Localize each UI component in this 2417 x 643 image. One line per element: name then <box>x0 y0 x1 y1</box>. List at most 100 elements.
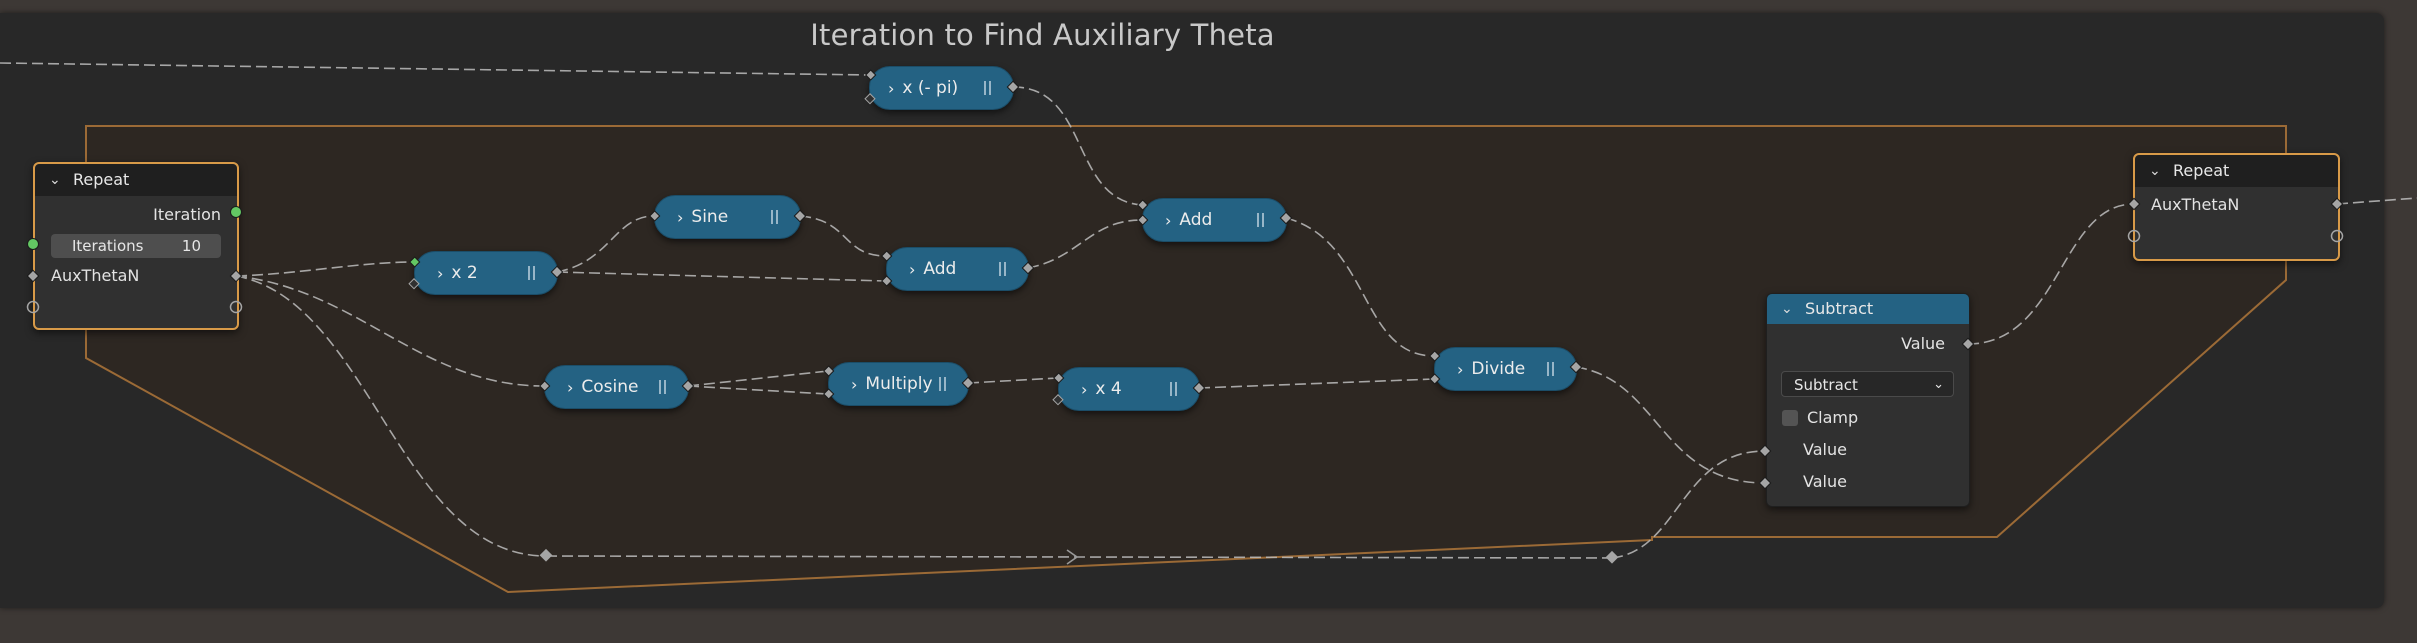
add2-in1-socket[interactable] <box>1137 199 1149 211</box>
iteration-socket[interactable] <box>230 206 242 218</box>
multiply-node[interactable]: › Multiply <box>828 362 969 406</box>
repeat-out-extend-in[interactable] <box>2127 229 2141 243</box>
grip-icon <box>984 81 991 95</box>
reroute-point-right[interactable] <box>1605 550 1619 564</box>
chevron-down-icon: ⌄ <box>1933 377 1944 392</box>
repeat-out-in-socket[interactable] <box>2127 197 2141 211</box>
link-x2-to-add1 <box>556 271 887 282</box>
multiply-x4-node[interactable]: › x 4 <box>1058 367 1200 411</box>
grip-icon <box>771 210 778 224</box>
chevron-right-icon[interactable]: › <box>888 78 895 98</box>
multiply-out-socket[interactable] <box>961 376 975 390</box>
sine-out-socket[interactable] <box>793 209 807 223</box>
divide-node[interactable]: › Divide <box>1434 347 1577 391</box>
multiply-in2-socket[interactable] <box>823 388 835 400</box>
add2-out-socket[interactable] <box>1279 211 1293 225</box>
grip-icon <box>528 266 535 280</box>
subtract-node[interactable]: ⌄ Subtract Value Subtract ⌄ Clamp Value … <box>1766 293 1970 507</box>
link-x2-to-sine <box>556 215 655 273</box>
frame-title: Iteration to Find Auxiliary Theta <box>810 18 1275 52</box>
subtract-input2-label: Value <box>1803 472 1847 491</box>
link-x4-to-divide <box>1198 378 1435 389</box>
cosine-in-socket[interactable] <box>539 380 551 392</box>
add1-label: Add <box>923 259 957 279</box>
divide-in1-socket[interactable] <box>1429 350 1441 362</box>
sine-node[interactable]: › Sine <box>654 195 801 239</box>
link-auxtheta-to-x2 <box>235 261 415 277</box>
chevron-down-icon[interactable]: ⌄ <box>1781 301 1793 317</box>
subtract-output-socket[interactable] <box>1961 337 1975 351</box>
x4-label: x 4 <box>1095 379 1122 399</box>
chevron-right-icon[interactable]: › <box>1165 210 1172 230</box>
auxtheta-output-label: AuxThetaN <box>2151 195 2240 214</box>
chevron-right-icon[interactable]: › <box>677 207 684 227</box>
extend-socket-out[interactable] <box>229 300 243 314</box>
x4-in1-socket[interactable] <box>1053 372 1065 384</box>
negpi-in2-socket[interactable] <box>864 93 876 105</box>
link-reroute-horizontal <box>545 555 1613 559</box>
add-node-2[interactable]: › Add <box>1142 198 1287 242</box>
negpi-in1-socket[interactable] <box>865 69 877 81</box>
link-auxtheta-to-reroute <box>235 275 547 557</box>
cosine-label: Cosine <box>581 377 639 397</box>
chevron-right-icon[interactable]: › <box>851 374 858 394</box>
clamp-checkbox[interactable] <box>1782 410 1798 426</box>
auxtheta-out-socket[interactable] <box>229 269 243 283</box>
x4-out-socket[interactable] <box>1192 381 1206 395</box>
repeat-output-header[interactable]: ⌄ Repeat <box>2135 155 2338 187</box>
link-cosine-to-multiply1 <box>687 370 829 387</box>
negpi-label: x (- pi) <box>902 78 959 98</box>
extend-socket-in[interactable] <box>26 300 40 314</box>
repeat-out-out-socket[interactable] <box>2330 197 2344 211</box>
add2-label: Add <box>1179 210 1213 230</box>
auxtheta-in-socket[interactable] <box>26 269 40 283</box>
auxtheta-input-label: AuxThetaN <box>51 266 140 285</box>
multiply-x2-node[interactable]: › x 2 <box>414 251 558 295</box>
subtract-input2-socket[interactable] <box>1758 476 1772 490</box>
repeat-output-node[interactable]: ⌄ Repeat AuxThetaN <box>2133 153 2340 261</box>
add1-in1-socket[interactable] <box>881 250 893 262</box>
cosine-out-socket[interactable] <box>681 379 695 393</box>
iterations-socket[interactable] <box>27 238 39 250</box>
divide-in2-socket[interactable] <box>1429 373 1441 385</box>
repeat-input-header[interactable]: ⌄ Repeat <box>35 164 237 196</box>
repeat-input-node[interactable]: ⌄ Repeat Iteration Iterations 10 AuxThet… <box>33 162 239 330</box>
multiply-negpi-node[interactable]: › x (- pi) <box>869 66 1014 110</box>
add-node-1[interactable]: › Add <box>886 247 1029 291</box>
sine-label: Sine <box>691 207 729 227</box>
grip-icon <box>1170 382 1177 396</box>
repeat-output-title: Repeat <box>2173 161 2230 180</box>
iterations-field[interactable]: Iterations 10 <box>51 234 221 258</box>
chevron-right-icon[interactable]: › <box>1457 359 1464 379</box>
subtract-input1-label: Value <box>1803 440 1847 459</box>
reroute-point-left[interactable] <box>539 548 553 562</box>
subtract-header[interactable]: ⌄ Subtract <box>1767 294 1969 324</box>
x4-in2-socket[interactable] <box>1052 394 1064 406</box>
clamp-label: Clamp <box>1807 408 1859 427</box>
subtract-output-label: Value <box>1901 334 1945 353</box>
negpi-out-socket[interactable] <box>1006 80 1020 94</box>
chevron-right-icon[interactable]: › <box>909 259 916 279</box>
chevron-right-icon[interactable]: › <box>1081 379 1088 399</box>
chevron-down-icon[interactable]: ⌄ <box>49 172 61 188</box>
chevron-down-icon[interactable]: ⌄ <box>2149 163 2161 179</box>
add2-in2-socket[interactable] <box>1137 214 1149 226</box>
link-divide-to-subtract2 <box>1575 366 1766 484</box>
add1-in2-socket[interactable] <box>881 275 893 287</box>
divide-out-socket[interactable] <box>1569 360 1583 374</box>
x2-out-socket[interactable] <box>550 265 564 279</box>
x2-in2-socket[interactable] <box>408 278 420 290</box>
repeat-out-extend-out[interactable] <box>2330 229 2344 243</box>
add1-out-socket[interactable] <box>1021 261 1035 275</box>
subtract-input1-socket[interactable] <box>1758 444 1772 458</box>
grip-icon <box>999 262 1006 276</box>
operation-select[interactable]: Subtract ⌄ <box>1781 371 1954 397</box>
multiply-in1-socket[interactable] <box>823 365 835 377</box>
link-negpi-to-add2 <box>1012 86 1143 206</box>
x2-in1-socket[interactable] <box>409 256 421 268</box>
chevron-right-icon[interactable]: › <box>567 377 574 397</box>
sine-in-socket[interactable] <box>649 210 661 222</box>
chevron-right-icon[interactable]: › <box>437 263 444 283</box>
